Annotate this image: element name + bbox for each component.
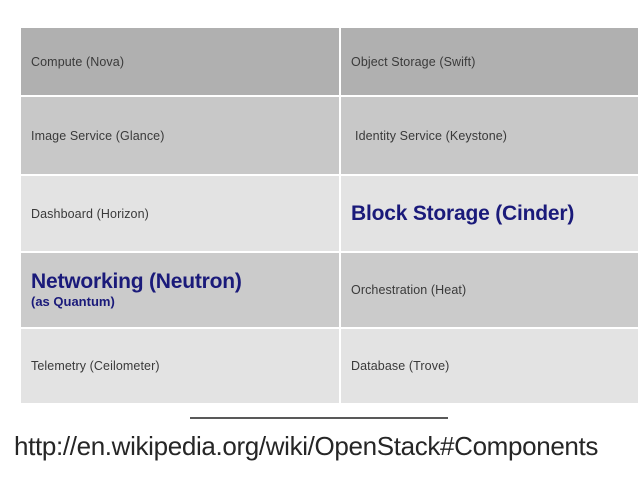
cell-label: Dashboard (Horizon) [31, 206, 149, 221]
cell-label: Telemetry (Ceilometer) [31, 359, 160, 373]
table-cell-image-service: Image Service (Glance) [21, 97, 341, 176]
table-body: Compute (Nova) Object Storage (Swift) Im… [21, 28, 638, 403]
cell-label: Image Service (Glance) [31, 128, 165, 143]
cell-label: Compute (Nova) [31, 54, 125, 69]
table-cell-compute: Compute (Nova) [21, 28, 341, 97]
cell-label: Identity Service (Keystone) [355, 128, 508, 143]
table-row: Dashboard (Horizon) Block Storage (Cinde… [21, 176, 638, 253]
cell-label-highlighted: Networking (Neutron) (as Quantum) [31, 270, 329, 310]
cell-label-highlighted: Block Storage (Cinder) [351, 201, 575, 225]
table-row: Telemetry (Ceilometer) Database (Trove) [21, 329, 638, 403]
table-cell-database: Database (Trove) [341, 329, 638, 403]
table-cell-networking: Networking (Neutron) (as Quantum) [21, 253, 341, 329]
table-cell-identity-service: Identity Service (Keystone) [341, 97, 638, 176]
source-url-text: http://en.wikipedia.org/wiki/OpenStack#C… [14, 431, 599, 461]
cell-label: Database (Trove) [351, 359, 450, 373]
table-cell-telemetry: Telemetry (Ceilometer) [21, 329, 341, 403]
cell-label-sublabel: (as Quantum) [31, 293, 115, 309]
table-row: Image Service (Glance) Identity Service … [21, 97, 638, 176]
table-cell-block-storage: Block Storage (Cinder) [341, 176, 638, 253]
cell-label: Object Storage (Swift) [351, 54, 476, 69]
table-row: Compute (Nova) Object Storage (Swift) [21, 28, 638, 97]
table-cell-dashboard: Dashboard (Horizon) [21, 176, 341, 253]
horizontal-rule-divider [190, 417, 448, 419]
cell-label: Orchestration (Heat) [351, 283, 467, 297]
table-row: Networking (Neutron) (as Quantum) Orches… [21, 253, 638, 329]
openstack-components-table: Compute (Nova) Object Storage (Swift) Im… [21, 28, 638, 403]
cell-label-main: Networking (Neutron) [31, 269, 242, 293]
table-cell-orchestration: Orchestration (Heat) [341, 253, 638, 329]
table-cell-object-storage: Object Storage (Swift) [341, 28, 638, 97]
